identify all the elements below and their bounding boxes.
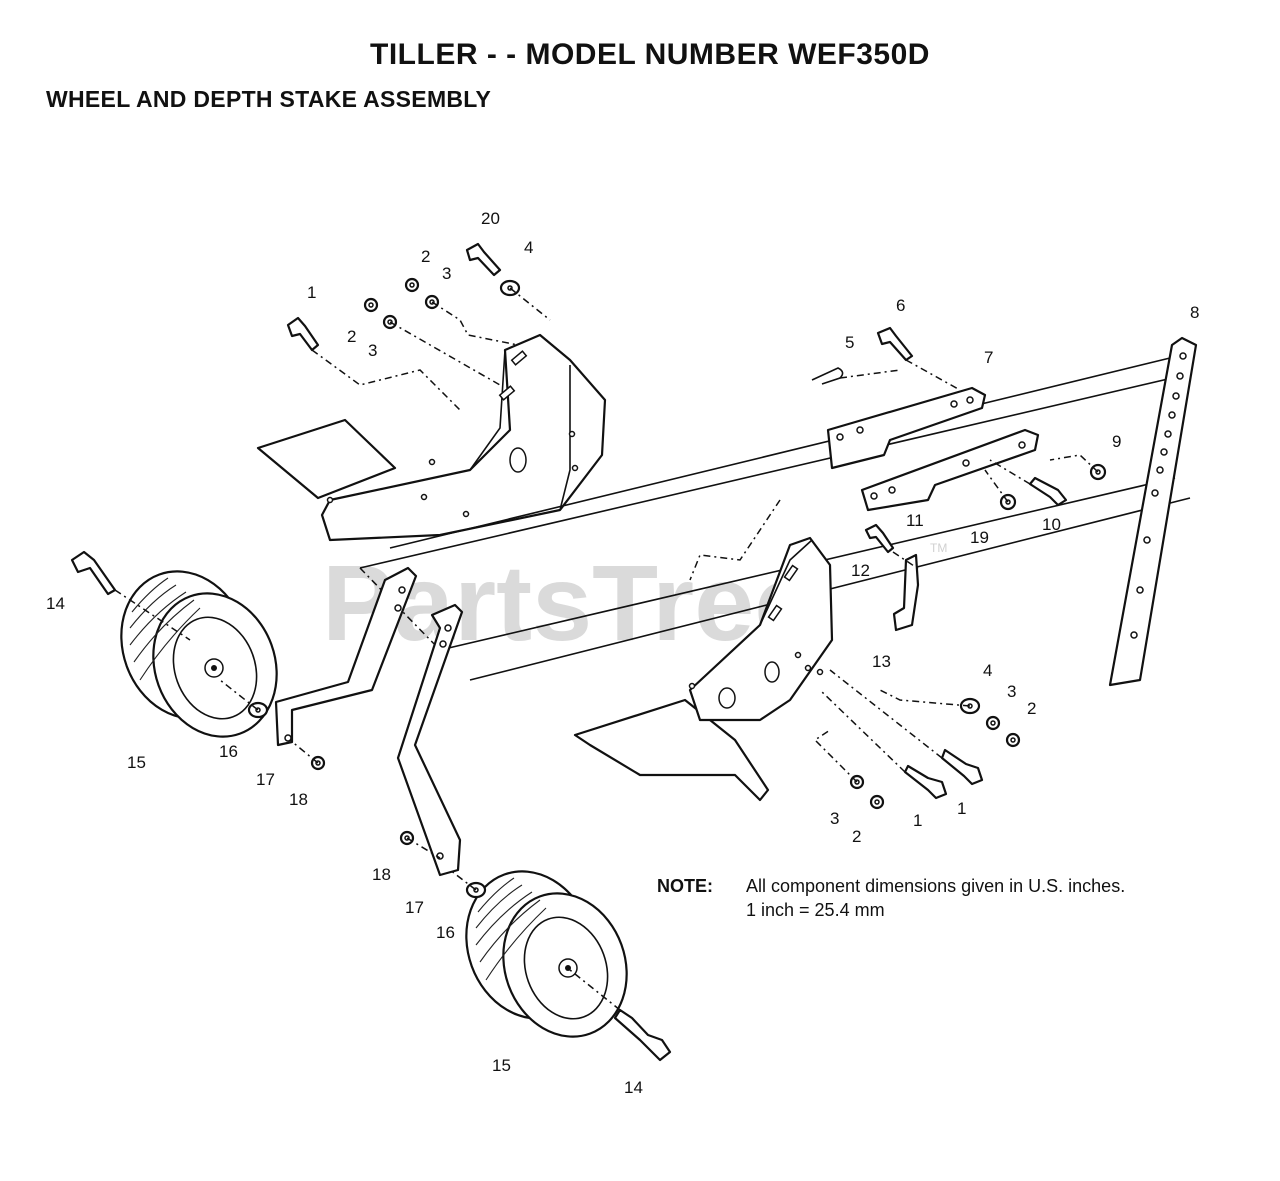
wheel-right	[465, 870, 628, 1038]
callout-7: 7	[984, 348, 993, 367]
depth-stake-bracket-upper	[826, 386, 987, 470]
callout-19: 19	[970, 528, 989, 547]
callout-1-top: 1	[307, 283, 316, 302]
callout-14-right: 14	[624, 1078, 643, 1097]
callout-5: 5	[845, 333, 854, 352]
diagram-subtitle: WHEEL AND DEPTH STAKE ASSEMBLY	[46, 86, 492, 112]
diagram-title: TILLER - - MODEL NUMBER WEF350D	[370, 38, 930, 71]
callout-20: 20	[481, 209, 500, 228]
left-wheel-bracket	[274, 566, 418, 747]
callout-2-top: 2	[421, 247, 430, 266]
callout-8: 8	[1190, 303, 1199, 322]
callout-13: 13	[872, 652, 891, 671]
callout-2-right: 2	[1027, 699, 1036, 718]
callout-3-mid: 3	[368, 341, 377, 360]
depth-stake-pin	[892, 553, 920, 632]
callout-4-right: 4	[983, 661, 992, 680]
callout-labels: 1 2 3 2 3 20 4 5 6 7 8 9 10 11 19 12 13 …	[46, 209, 1199, 1097]
right-wheel-bracket	[396, 603, 464, 877]
callout-18-right: 18	[372, 865, 391, 884]
callout-10: 10	[1042, 515, 1061, 534]
callout-11: 11	[906, 511, 924, 530]
callout-9: 9	[1112, 432, 1121, 451]
callout-17-right: 17	[405, 898, 424, 917]
callout-3-top: 3	[442, 264, 451, 283]
callout-3-bottom: 3	[830, 809, 839, 828]
callout-3-right: 3	[1007, 682, 1016, 701]
right-mounting-bracket	[573, 536, 834, 802]
note-text-line1: All component dimensions given in U.S. i…	[746, 876, 1126, 896]
callout-2-bottom: 2	[852, 827, 861, 846]
callout-16-right: 16	[436, 923, 455, 942]
callout-16-left: 16	[219, 742, 238, 761]
callout-1-bottom-b: 1	[957, 799, 966, 818]
callout-6: 6	[896, 296, 905, 315]
left-mounting-bracket	[256, 333, 607, 542]
note-label: NOTE:	[657, 876, 713, 896]
callout-14-left: 14	[46, 594, 65, 613]
wheel-left	[120, 570, 278, 738]
callout-12: 12	[851, 561, 870, 580]
callout-18-left: 18	[289, 790, 308, 809]
watermark-trademark: TM	[930, 541, 947, 555]
callout-15-left: 15	[127, 753, 146, 772]
depth-stake	[1108, 336, 1198, 687]
depth-stake-bracket-lower	[860, 428, 1040, 512]
note-text-line2: 1 inch = 25.4 mm	[746, 900, 885, 920]
callout-17-left: 17	[256, 770, 275, 789]
callout-4-top: 4	[524, 238, 533, 257]
callout-2-mid: 2	[347, 327, 356, 346]
callout-1-bottom-a: 1	[913, 811, 922, 830]
callout-15-right: 15	[492, 1056, 511, 1075]
leader-lines	[114, 287, 1099, 1011]
